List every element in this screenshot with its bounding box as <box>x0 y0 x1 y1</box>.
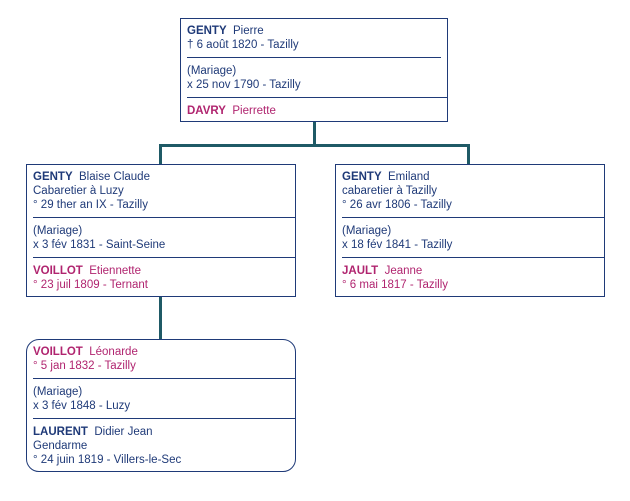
birth-line: ° 6 mai 1817 - Tazilly <box>342 279 449 291</box>
given-name: Léonarde <box>89 346 138 358</box>
person-section: GENTY Pierre † 6 août 1820 - Tazilly <box>187 24 441 56</box>
surname: GENTY <box>342 171 382 183</box>
marriage-section: (Mariage) x 3 fév 1831 - Saint-Seine <box>33 224 289 256</box>
person-card-genty-pierre[interactable]: GENTY Pierre † 6 août 1820 - Tazilly (Ma… <box>180 18 448 122</box>
separator <box>33 378 295 379</box>
occupation: Cabaretier à Luzy <box>33 185 124 197</box>
connector-left-drop <box>159 144 162 164</box>
separator <box>342 257 604 258</box>
given-name: Etiennette <box>89 265 142 277</box>
spouse-section: DAVRY Pierrette <box>187 104 441 122</box>
spouse-section: JAULT Jeanne ° 6 mai 1817 - Tazilly <box>342 264 598 296</box>
marriage-section: (Mariage) x 25 nov 1790 - Tazilly <box>187 64 441 96</box>
person-section: GENTY Emiland cabaretier à Tazilly ° 26 … <box>342 170 598 216</box>
connector-left-child <box>159 297 162 339</box>
surname: GENTY <box>33 171 73 183</box>
connector-right-drop <box>467 144 470 164</box>
given-name: Emiland <box>388 171 430 183</box>
surname: GENTY <box>187 25 227 37</box>
person-card-genty-emiland[interactable]: GENTY Emiland cabaretier à Tazilly ° 26 … <box>335 164 605 297</box>
surname: VOILLOT <box>33 346 83 358</box>
separator <box>33 257 295 258</box>
birth-line: ° 5 jan 1832 - Tazilly <box>33 360 136 372</box>
separator <box>342 217 604 218</box>
separator <box>33 217 295 218</box>
marriage-date: x 25 nov 1790 - Tazilly <box>187 79 301 91</box>
occupation: cabaretier à Tazilly <box>342 185 438 197</box>
person-card-genty-blaise-claude[interactable]: GENTY Blaise Claude Cabaretier à Luzy ° … <box>26 164 296 297</box>
marriage-section: (Mariage) x 18 fév 1841 - Tazilly <box>342 224 598 256</box>
connector-top-stem <box>313 122 316 146</box>
marriage-date: x 3 fév 1848 - Luzy <box>33 400 131 412</box>
marriage-label: (Mariage) <box>33 225 83 237</box>
marriage-section: (Mariage) x 3 fév 1848 - Luzy <box>33 385 289 417</box>
person-card-voillot-leonarde[interactable]: VOILLOT Léonarde ° 5 jan 1832 - Tazilly … <box>26 339 296 472</box>
death-line: † 6 août 1820 - Tazilly <box>187 39 299 51</box>
connector-horizontal <box>159 144 470 147</box>
given-name: Blaise Claude <box>79 171 150 183</box>
given-name: Jeanne <box>384 265 423 277</box>
person-section: GENTY Blaise Claude Cabaretier à Luzy ° … <box>33 170 289 216</box>
given-name: Pierre <box>233 25 264 37</box>
separator <box>187 57 441 58</box>
surname: LAURENT <box>33 426 88 438</box>
birth-line: ° 23 juil 1809 - Ternant <box>33 279 148 291</box>
spouse-section: VOILLOT Etiennette ° 23 juil 1809 - Tern… <box>33 264 289 296</box>
occupation: Gendarme <box>33 440 88 452</box>
surname: JAULT <box>342 265 379 277</box>
marriage-date: x 3 fév 1831 - Saint-Seine <box>33 239 166 251</box>
given-name: Didier Jean <box>94 426 153 438</box>
birth-line: ° 26 avr 1806 - Tazilly <box>342 199 452 211</box>
birth-line: ° 24 juin 1819 - Villers-le-Sec <box>33 454 182 466</box>
marriage-label: (Mariage) <box>187 65 237 77</box>
given-name: Pierrette <box>232 105 276 117</box>
marriage-label: (Mariage) <box>342 225 392 237</box>
marriage-date: x 18 fév 1841 - Tazilly <box>342 239 453 251</box>
person-section: VOILLOT Léonarde ° 5 jan 1832 - Tazilly <box>33 345 289 377</box>
separator <box>33 418 295 419</box>
separator <box>187 97 447 98</box>
surname: VOILLOT <box>33 265 83 277</box>
marriage-label: (Mariage) <box>33 386 83 398</box>
spouse-section: LAURENT Didier Jean Gendarme ° 24 juin 1… <box>33 425 289 471</box>
birth-line: ° 29 ther an IX - Tazilly <box>33 199 148 211</box>
surname: DAVRY <box>187 105 226 117</box>
